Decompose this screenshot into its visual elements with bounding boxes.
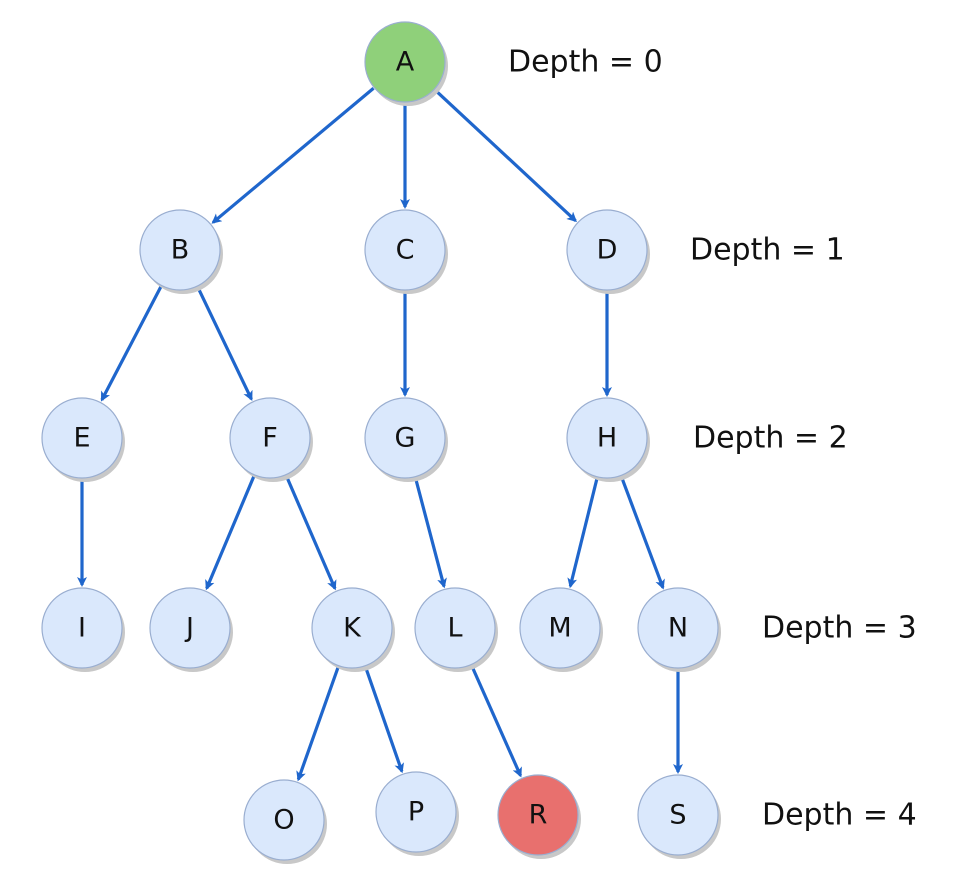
node-label: P <box>408 797 424 828</box>
edge-l-r <box>470 664 523 778</box>
node-label: C <box>396 235 415 266</box>
edge-b-e <box>100 285 163 402</box>
node-label: G <box>395 423 416 454</box>
node-label: M <box>548 613 571 644</box>
node-label: S <box>669 800 686 831</box>
node-circle <box>375 771 457 853</box>
node-label: I <box>78 613 86 644</box>
node-circle <box>497 774 579 856</box>
node-circle <box>364 397 446 479</box>
node-o: O <box>243 779 327 864</box>
edge-a-d <box>433 88 577 223</box>
node-j: J <box>149 587 233 672</box>
edge-f-k <box>284 475 337 591</box>
node-a: A <box>364 21 448 106</box>
node-label: E <box>73 423 90 454</box>
node-label: D <box>597 235 618 266</box>
node-circle <box>364 21 446 103</box>
node-e: E <box>41 397 125 482</box>
depth-label-1: Depth = 1 <box>690 233 845 268</box>
edge-f-j <box>205 475 256 591</box>
node-label: K <box>343 613 362 644</box>
nodes-layer: A B C D E F G H I J K L M N O P R S <box>41 21 721 864</box>
node-circle <box>243 779 325 861</box>
node-circle <box>364 209 446 291</box>
node-f: F <box>229 397 313 482</box>
node-n: N <box>637 587 721 672</box>
node-circle <box>41 397 123 479</box>
node-p: P <box>375 771 459 856</box>
node-circle <box>311 587 393 669</box>
node-circle <box>229 397 311 479</box>
edge-k-o <box>296 666 340 782</box>
node-label: R <box>529 800 548 831</box>
node-circle <box>414 587 496 669</box>
node-circle <box>519 587 601 669</box>
node-label: A <box>396 47 415 78</box>
node-b: B <box>139 209 223 294</box>
node-label: N <box>668 613 688 644</box>
node-c: C <box>364 209 448 294</box>
node-label: O <box>273 805 294 836</box>
node-label: B <box>171 235 190 266</box>
node-label: F <box>262 423 278 454</box>
node-circle <box>566 209 648 291</box>
node-circle <box>637 587 719 669</box>
node-h: H <box>566 397 650 482</box>
node-d: D <box>566 209 650 294</box>
node-s: S <box>637 774 721 859</box>
node-k: K <box>311 587 395 672</box>
depth-label-2: Depth = 2 <box>693 421 848 456</box>
node-m: M <box>519 587 603 672</box>
edge-a-b <box>211 87 375 224</box>
edge-h-m <box>567 477 599 589</box>
edge-b-f <box>196 286 253 402</box>
node-l: L <box>414 587 498 672</box>
node-r: R <box>497 774 581 859</box>
depth-labels: Depth = 0 Depth = 1 Depth = 2 Depth = 3 Dept… <box>508 45 917 833</box>
node-label: J <box>184 613 194 644</box>
node-circle <box>139 209 221 291</box>
node-circle <box>566 397 648 479</box>
node-circle <box>637 774 719 856</box>
edges-layer <box>77 87 683 782</box>
edge-k-p <box>363 666 404 774</box>
edge-h-n <box>619 475 665 590</box>
node-label: H <box>597 423 617 454</box>
edge-g-l <box>413 477 447 589</box>
depth-label-3: Depth = 3 <box>762 611 917 646</box>
depth-label-4: Depth = 4 <box>762 798 917 833</box>
node-g: G <box>364 397 448 482</box>
node-i: I <box>41 587 125 672</box>
node-label: L <box>447 613 462 644</box>
depth-label-0: Depth = 0 <box>508 45 663 80</box>
node-circle <box>41 587 123 669</box>
node-circle <box>149 587 231 669</box>
